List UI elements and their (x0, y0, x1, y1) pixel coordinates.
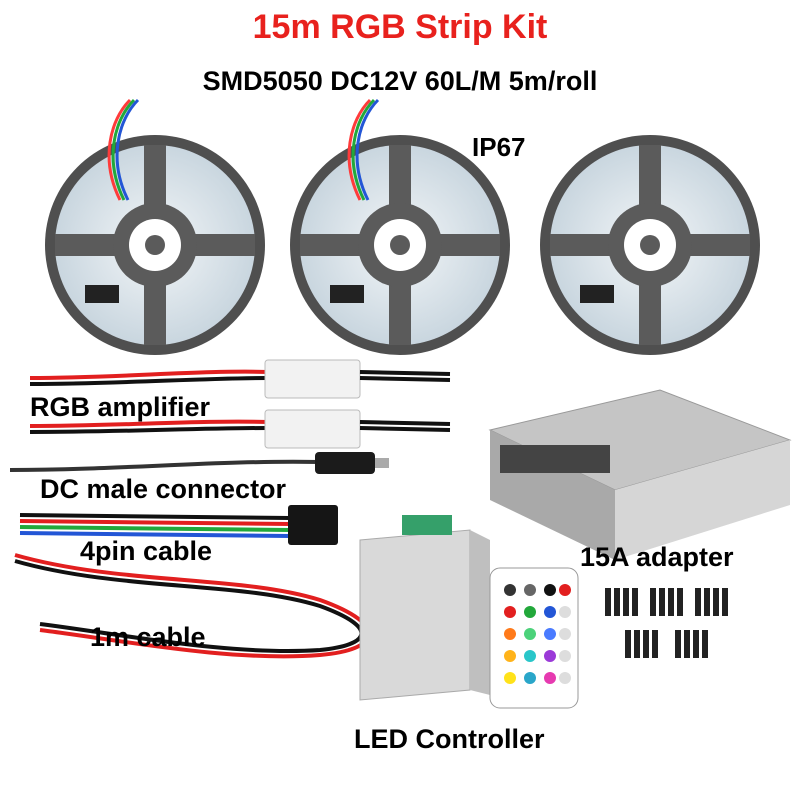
label-controller: LED Controller (354, 724, 545, 754)
rgb-amplifier-1 (29, 359, 451, 399)
label-adapter: 15A adapter (580, 542, 734, 572)
ip-rating: IP67 (472, 132, 526, 162)
led-reel-3 (540, 135, 760, 355)
power-adapter (488, 389, 792, 560)
four-pin-cable (19, 505, 338, 545)
rgb-amplifier-2 (29, 409, 451, 449)
ir-remote (489, 567, 579, 709)
product-spec: SMD5050 DC12V 60L/M 5m/roll (202, 66, 598, 96)
led-reel-2 (290, 98, 510, 355)
label-1m-cable: 1m cable (90, 622, 206, 652)
page-title: 15m RGB Strip Kit (252, 8, 548, 46)
led-controller (359, 515, 490, 701)
pin-connectors (605, 588, 728, 658)
label-rgb-amplifier: RGB amplifier (30, 392, 211, 422)
label-dc-connector: DC male connector (40, 474, 287, 504)
led-reel-1 (45, 98, 265, 355)
dc-connector (9, 452, 389, 474)
label-4pin-cable: 4pin cable (80, 536, 213, 566)
